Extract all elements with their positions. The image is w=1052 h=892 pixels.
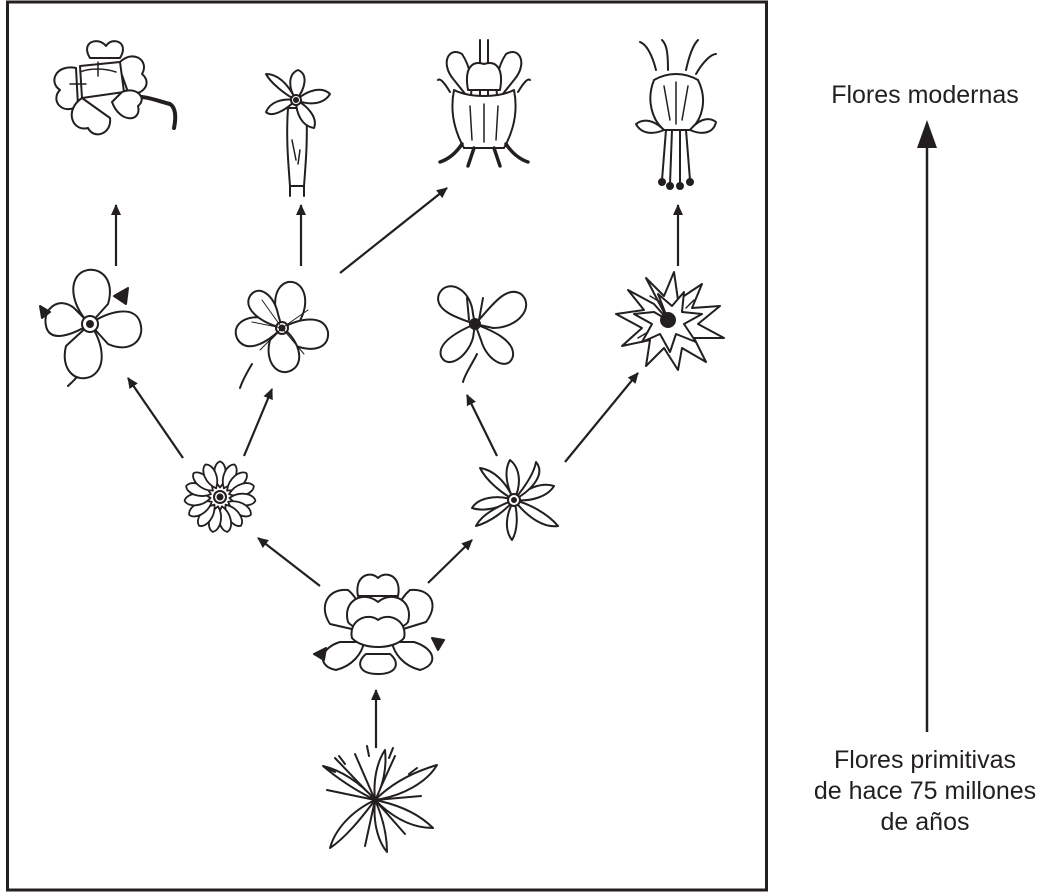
trumpet-flower-icon [54,41,175,134]
arrow-early-1-to-mid-1 [127,377,184,459]
arrows [111,187,683,748]
arrow-base-to-early-1 [257,537,321,587]
primitive-label-line-1: Flores primitivas [834,746,1016,774]
five-petal-flower-icon [236,282,328,388]
magnolia-flower-icon [314,575,444,674]
arrow-base-to-early-2 [427,539,473,584]
lily-flower-icon [438,40,530,166]
arrow-early-2-to-mid-3 [466,394,498,457]
primitive-flowers-label: Flores primitivas de hace 75 millones de… [790,745,1052,838]
primitive-label-line-3: de años [880,808,970,836]
tubular-flower-icon [266,70,330,196]
star-flower-icon [472,460,558,540]
violet-flower-icon [438,286,526,382]
primitive-flower-icon [323,746,437,852]
four-petal-flower-icon [40,270,141,386]
double-flower-icon [616,272,724,370]
modern-flowers-label: Flores modernas [831,81,1019,109]
daisy-flower-icon [182,460,258,535]
primitive-label-line-2: de hace 75 millones [813,777,1037,805]
diagram-border [6,0,768,892]
arrow-early-1-to-mid-2 [242,388,274,457]
columbine-flower-icon [636,40,716,189]
arrow-early-2-to-mid-4 [564,372,639,463]
time-arrow [917,120,937,732]
arrow-mid-2-to-modern-3 [339,187,448,274]
